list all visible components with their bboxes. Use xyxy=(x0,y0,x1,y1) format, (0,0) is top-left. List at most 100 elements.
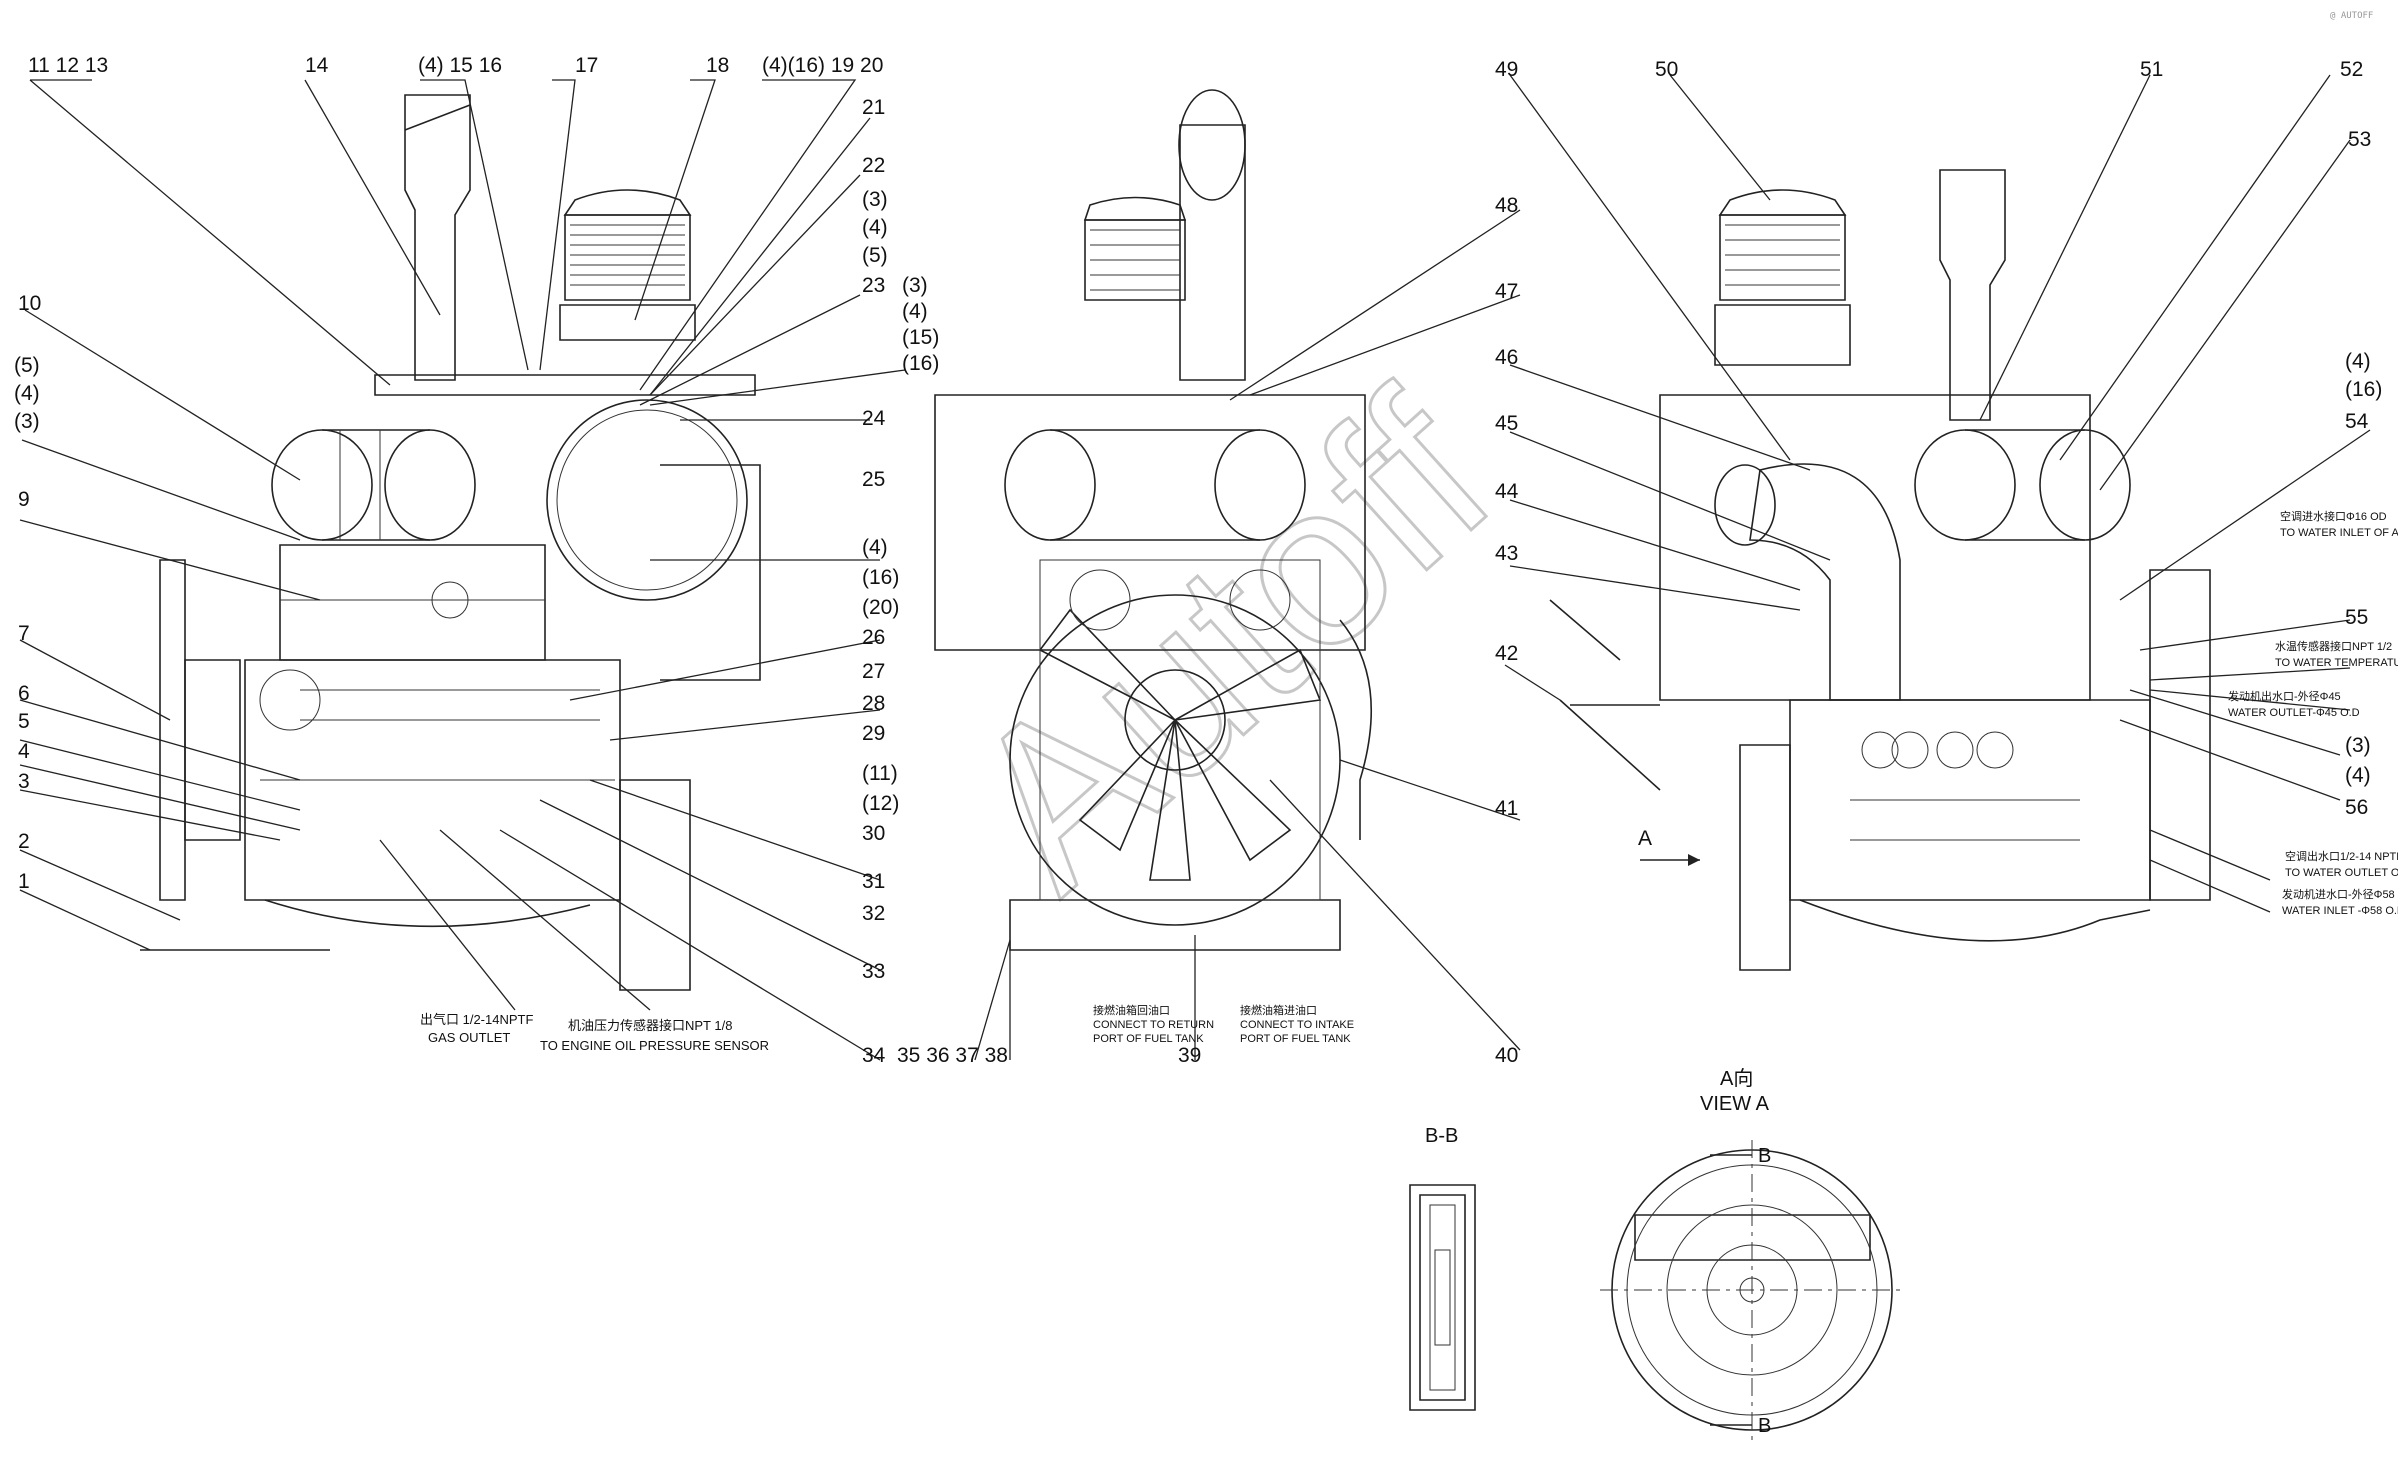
callout-35-38: 35 36 37 38 xyxy=(897,1044,1008,1067)
callout-29: 29 xyxy=(862,722,885,745)
callout-47: 47 xyxy=(1495,280,1518,303)
callout-4b: (4) xyxy=(902,300,928,323)
view-a-en: VIEW A xyxy=(1700,1093,1770,1115)
bracket-left xyxy=(619,779,691,991)
callout-32: 32 xyxy=(862,902,885,925)
svg-text:Autoff: Autoff xyxy=(921,345,1537,936)
b-top-label: B xyxy=(1758,1145,1771,1167)
callout-4: 4 xyxy=(18,740,30,763)
callout-24: 24 xyxy=(862,407,886,430)
callout-43: 43 xyxy=(1495,542,1518,565)
callouts-middle: 48 47 41 40 39 35 36 37 38 xyxy=(897,194,1518,1067)
callout-9: 9 xyxy=(18,488,30,511)
corner-mark: @ AUTOFF xyxy=(2330,11,2373,21)
note-intake-en1: CONNECT TO INTAKE xyxy=(1240,1019,1354,1031)
frame-front xyxy=(934,394,1366,651)
callout-12c: (12) xyxy=(862,792,899,815)
view-a: A向 VIEW A B B xyxy=(1600,1067,1905,1440)
cooling-fan-front xyxy=(1009,594,1341,926)
note-oil-sensor-en: TO ENGINE OIL PRESSURE SENSOR xyxy=(540,1038,769,1053)
callout-3l: (3) xyxy=(14,410,40,433)
callout-21: 21 xyxy=(862,96,885,119)
oil-pan-right xyxy=(1799,899,2151,942)
notes-middle: 接燃油箱回油口 CONNECT TO RETURN PORT OF FUEL T… xyxy=(1093,1003,1354,1045)
note-return-cn: 接燃油箱回油口 xyxy=(1093,1003,1170,1017)
front-view xyxy=(934,89,1373,951)
callout-5a: (5) xyxy=(862,244,888,267)
callout-48: 48 xyxy=(1495,194,1518,217)
callout-25: 25 xyxy=(862,468,885,491)
callout-49: 49 xyxy=(1495,58,1518,81)
callout-55: 55 xyxy=(2345,606,2368,629)
notes-right: 空调进水接口Φ16 OD TO WATER INLET OF A/C 水温传感器… xyxy=(2228,509,2398,917)
callout-18: 18 xyxy=(706,54,729,77)
callout-53: 53 xyxy=(2348,128,2371,151)
note-temp-cn: 水温传感器接口NPT 1/2 xyxy=(2275,640,2392,653)
drum-left-1 xyxy=(271,429,373,541)
callout-3r: (3) xyxy=(2345,734,2371,757)
air-cleaner-left xyxy=(559,189,696,341)
note-ac-outlet-en: TO WATER OUTLET OF A/C xyxy=(2285,867,2398,879)
exhaust-front xyxy=(1179,124,1246,381)
section-b-b-label: B-B xyxy=(1425,1125,1458,1147)
view-a-cn: A向 xyxy=(1720,1067,1753,1090)
callout-56: 56 xyxy=(2345,796,2368,819)
right-side-view xyxy=(1549,169,2211,971)
oil-pan-left xyxy=(264,899,591,928)
air-cleaner-right xyxy=(1714,189,1851,366)
callout-31: 31 xyxy=(862,870,885,893)
callout-2: 2 xyxy=(18,830,30,853)
note-ac-inlet-cn: 空调进水接口Φ16 OD xyxy=(2280,509,2387,523)
note-ac-inlet-en: TO WATER INLET OF A/C xyxy=(2280,527,2398,539)
callout-11c: (11) xyxy=(862,762,898,785)
callout-54: 54 xyxy=(2345,410,2369,433)
callout-5l: (5) xyxy=(14,354,40,377)
callout-44: 44 xyxy=(1495,480,1519,503)
callout-16r: (16) xyxy=(2345,378,2382,401)
callout-4c: (4) xyxy=(862,536,888,559)
left-side-view xyxy=(140,94,761,991)
note-return-en2: PORT OF FUEL TANK xyxy=(1093,1033,1204,1045)
callout-17: 17 xyxy=(575,54,598,77)
callout-52: 52 xyxy=(2340,58,2363,81)
top-plate-left xyxy=(374,374,756,396)
dipstick-right xyxy=(1549,599,1661,791)
notes-left: 出气口 1/2-14NPTF GAS OUTLET 机油压力传感器接口NPT 1… xyxy=(420,1012,769,1053)
exhaust-right xyxy=(1939,169,2006,421)
callout-6: 6 xyxy=(18,682,30,705)
callout-40: 40 xyxy=(1495,1044,1518,1067)
air-cleaner-front xyxy=(1083,196,1187,301)
note-intake-en2: PORT OF FUEL TANK xyxy=(1240,1033,1351,1045)
callout-10: 10 xyxy=(18,292,41,315)
callout-3a: (3) xyxy=(862,188,888,211)
callout-30: 30 xyxy=(862,822,885,845)
leaders-right xyxy=(1504,74,2371,913)
callout-34: 34 xyxy=(862,1044,886,1067)
intake-elbow-right xyxy=(1749,463,1901,701)
callout-33: 33 xyxy=(862,960,885,983)
note-water-in-en: WATER INLET -Φ58 O.D xyxy=(2282,905,2398,917)
note-ac-outlet-cn: 空调出水口1/2-14 NPTF xyxy=(2285,849,2398,863)
callout-16b: (16) xyxy=(902,352,939,375)
callout-4r: (4) xyxy=(2345,350,2371,373)
section-b-b: B-B xyxy=(1409,1125,1476,1411)
fan-left xyxy=(159,559,186,901)
callout-3: 3 xyxy=(18,770,30,793)
callout-1: 1 xyxy=(18,870,30,893)
arrow-a-label: A xyxy=(1638,827,1652,850)
callout-4-16-19-20: (4)(16) 19 20 xyxy=(762,54,883,77)
exhaust-cut xyxy=(404,104,471,131)
callout-51: 51 xyxy=(2140,58,2163,81)
callout-15b: (15) xyxy=(902,326,939,349)
callout-4l: (4) xyxy=(14,382,40,405)
note-water-out-en: WATER OUTLET-Φ45 O.D xyxy=(2228,707,2360,719)
callout-14: 14 xyxy=(305,54,329,77)
callout-11-12-13: 11 12 13 xyxy=(28,54,108,77)
air-filter-round-left xyxy=(546,399,748,601)
callout-4a: (4) xyxy=(862,216,888,239)
flywheel-housing-right xyxy=(1739,744,1791,971)
note-temp-en: TO WATER TEMPERATURE SENSOR xyxy=(2275,657,2398,669)
callout-3b: (3) xyxy=(902,274,928,297)
callout-7: 7 xyxy=(18,622,30,645)
